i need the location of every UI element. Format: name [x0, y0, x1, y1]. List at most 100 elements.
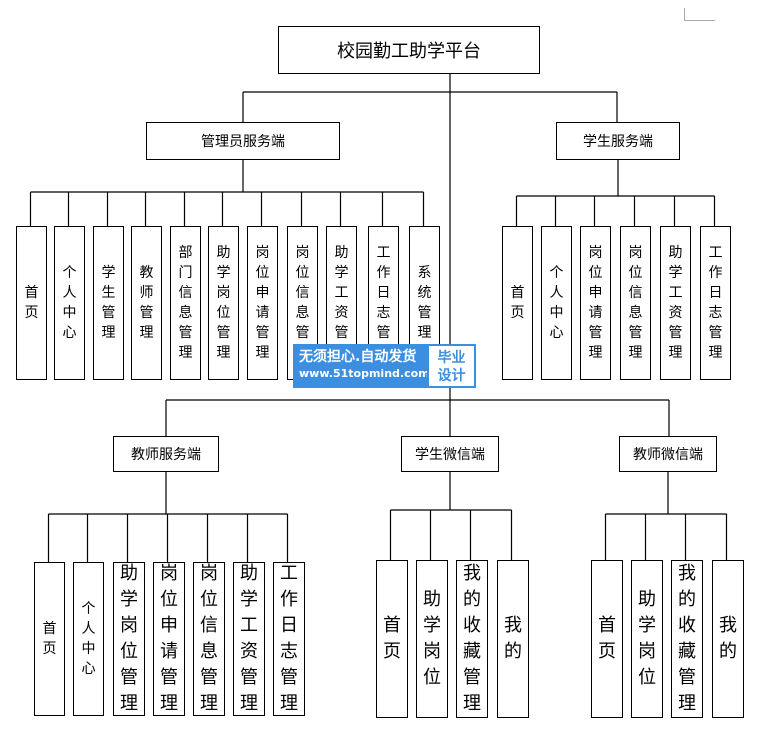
leaf-char: 助 — [240, 563, 258, 584]
leaf-char: 岗 — [628, 245, 643, 261]
leaf-char: 管 — [200, 667, 218, 688]
leaf-char: 志 — [708, 305, 723, 321]
leaf-char: 工 — [280, 563, 298, 584]
watermark-badge: 毕业设计 — [427, 344, 476, 388]
leaf-node: 首页 — [16, 226, 47, 380]
leaf-char: 息 — [200, 641, 218, 662]
leaf-char: 管 — [334, 325, 349, 341]
leaf-char: 理 — [120, 693, 138, 714]
leaf-node: 助学岗位管理 — [208, 226, 239, 380]
leaf-char: 部 — [178, 245, 193, 261]
leaf-char: 管 — [417, 305, 432, 321]
leaf-char: 信 — [178, 285, 193, 301]
leaf-char: 学 — [668, 265, 683, 281]
leaf-char: 岗 — [588, 245, 603, 261]
leaf-char: 工 — [376, 245, 391, 261]
leaf-char: 学 — [101, 265, 116, 281]
leaf-node: 岗位申请管理 — [580, 226, 611, 380]
leaf-char: 作 — [280, 589, 298, 610]
leaf-char: 人 — [549, 285, 564, 301]
leaf-node: 助学工资管理 — [233, 562, 265, 716]
leaf-char: 申 — [160, 615, 178, 636]
leaf-char: 理 — [101, 325, 116, 341]
leaf-node: 个人中心 — [73, 562, 104, 716]
leaf-char: 作 — [376, 265, 391, 281]
leaf-char: 理 — [668, 345, 683, 361]
leaf-char: 理 — [139, 325, 154, 341]
leaf-node: 岗位信息管理 — [193, 562, 225, 716]
leaf-char: 申 — [255, 285, 270, 301]
leaf-char: 位 — [423, 667, 441, 688]
group-node: 教师服务端 — [113, 436, 219, 472]
leaf-char: 作 — [708, 265, 723, 281]
leaf-char: 理 — [588, 345, 603, 361]
leaf-node: 首页 — [502, 226, 533, 380]
leaf-char: 中 — [62, 305, 77, 321]
leaf-char: 的 — [504, 641, 522, 662]
leaf-char: 学 — [423, 615, 441, 636]
leaf-char: 系 — [417, 265, 432, 281]
leaf-char: 位 — [255, 265, 270, 281]
leaf-node: 首页 — [34, 562, 65, 716]
leaf-node: 助学工资管理 — [660, 226, 691, 380]
leaf-char: 首 — [24, 285, 39, 301]
leaf-char: 工 — [708, 245, 723, 261]
leaf-node: 岗位申请管理 — [247, 226, 278, 380]
leaf-node: 工作日志管理 — [700, 226, 731, 380]
leaf-char: 的 — [463, 589, 481, 610]
leaf-char: 息 — [628, 305, 643, 321]
watermark-url: www.51topmind.com — [299, 367, 430, 380]
leaf-char: 心 — [81, 661, 96, 677]
leaf-char: 页 — [510, 305, 525, 321]
leaf-char: 收 — [463, 615, 481, 636]
group-node: 管理员服务端 — [146, 122, 340, 160]
leaf-char: 管 — [463, 667, 481, 688]
leaf-char: 位 — [216, 305, 231, 321]
leaf-char: 日 — [376, 285, 391, 301]
leaf-char: 首 — [383, 615, 401, 636]
leaf-char: 管 — [240, 667, 258, 688]
leaf-char: 位 — [160, 589, 178, 610]
leaf-char: 页 — [24, 305, 39, 321]
leaf-node: 助学岗位 — [416, 560, 448, 718]
leaf-char: 个 — [549, 265, 564, 281]
leaf-char: 位 — [588, 265, 603, 281]
leaf-char: 志 — [376, 305, 391, 321]
leaf-char: 日 — [280, 615, 298, 636]
leaf-node: 岗位申请管理 — [153, 562, 185, 716]
leaf-char: 理 — [216, 345, 231, 361]
leaf-node: 部门信息管理 — [170, 226, 201, 380]
leaf-char: 位 — [295, 265, 310, 281]
leaf-char: 理 — [280, 693, 298, 714]
leaf-char: 学 — [216, 265, 231, 281]
leaf-char: 学 — [120, 589, 138, 610]
leaf-char: 理 — [255, 345, 270, 361]
leaf-char: 位 — [628, 265, 643, 281]
leaf-char: 的 — [678, 589, 696, 610]
leaf-char: 岗 — [423, 641, 441, 662]
leaf-char: 管 — [280, 667, 298, 688]
leaf-char: 信 — [200, 615, 218, 636]
leaf-char: 岗 — [255, 245, 270, 261]
leaf-char: 信 — [295, 285, 310, 301]
leaf-node: 我的收藏管理 — [456, 560, 488, 718]
leaf-char: 位 — [120, 641, 138, 662]
leaf-char: 人 — [81, 621, 96, 637]
leaf-char: 我 — [504, 615, 522, 636]
group-node: 教师微信端 — [619, 436, 717, 472]
leaf-node: 首页 — [591, 560, 623, 718]
root-node: 校园勤工助学平台 — [278, 26, 540, 74]
leaf-char: 首 — [42, 621, 57, 637]
leaf-char: 息 — [178, 305, 193, 321]
leaf-char: 岗 — [160, 563, 178, 584]
leaf-char: 管 — [678, 667, 696, 688]
leaf-char: 页 — [598, 641, 616, 662]
leaf-char: 我 — [678, 563, 696, 584]
leaf-char: 助 — [120, 563, 138, 584]
leaf-char: 管 — [668, 325, 683, 341]
leaf-char: 助 — [334, 245, 349, 261]
leaf-char: 日 — [708, 285, 723, 301]
leaf-char: 理 — [200, 693, 218, 714]
leaf-char: 工 — [334, 285, 349, 301]
